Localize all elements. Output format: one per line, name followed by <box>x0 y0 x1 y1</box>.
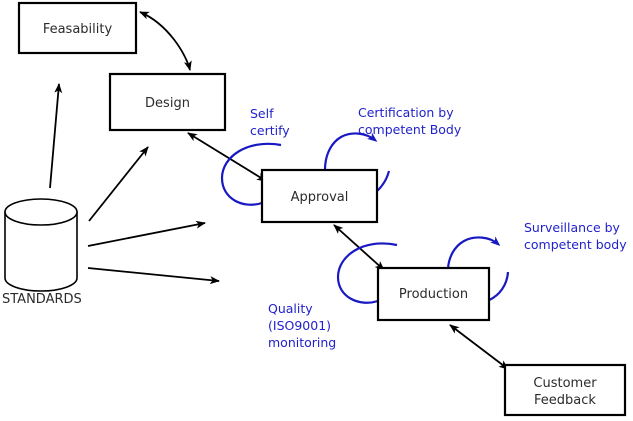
node-design[interactable]: Design <box>108 72 227 132</box>
node-feasability[interactable]: Feasability <box>17 1 138 55</box>
connector-standards-production <box>87 267 220 285</box>
loop-label-quality-line1: Quality <box>268 301 313 316</box>
loop-label-certification-line1: Certification by <box>358 105 454 120</box>
loop-label-quality-line3: monitoring <box>268 335 336 350</box>
node-label-feasability: Feasability <box>43 22 113 37</box>
loop-label-self-certify-line1: Self <box>250 106 274 121</box>
connector-standards-approval <box>87 220 206 247</box>
node-label-approval: Approval <box>291 190 349 205</box>
connector-standards-feasability <box>49 83 63 189</box>
node-label-design: Design <box>145 96 190 111</box>
connector-design-approval <box>187 132 267 182</box>
node-production[interactable]: Production <box>376 266 491 322</box>
node-label-production: Production <box>399 287 468 302</box>
loop-label-surveillance-by-competent-body: Surveillance by competent body <box>524 220 627 252</box>
loop-label-certification-line2: competent Body <box>358 122 462 137</box>
node-label-customer-feedback-line1: Customer <box>533 376 597 391</box>
loop-label-self-certify-line2: certify <box>250 123 290 138</box>
node-label-customer-feedback-line2: Feedback <box>534 393 596 408</box>
loop-label-surveillance-line2: competent body <box>524 237 627 252</box>
loop-label-quality-iso9001-monitoring: Quality (ISO9001) monitoring <box>268 301 336 350</box>
node-customer-feedback[interactable]: Customer Feedback <box>503 363 627 417</box>
loop-label-self-certify: Self certify <box>250 106 290 138</box>
connector-standards-design <box>88 146 149 222</box>
loop-label-surveillance-line1: Surveillance by <box>524 220 621 235</box>
node-label-standards: STANDARDS <box>2 292 82 307</box>
connector-production-customer-feedback <box>449 324 509 370</box>
node-standards[interactable]: STANDARDS <box>2 198 82 307</box>
loop-label-certification-by-competent-body: Certification by competent Body <box>358 105 462 137</box>
node-approval[interactable]: Approval <box>260 168 379 224</box>
loop-label-quality-line2: (ISO9001) <box>268 318 331 333</box>
connector-feasability-design <box>139 11 192 71</box>
